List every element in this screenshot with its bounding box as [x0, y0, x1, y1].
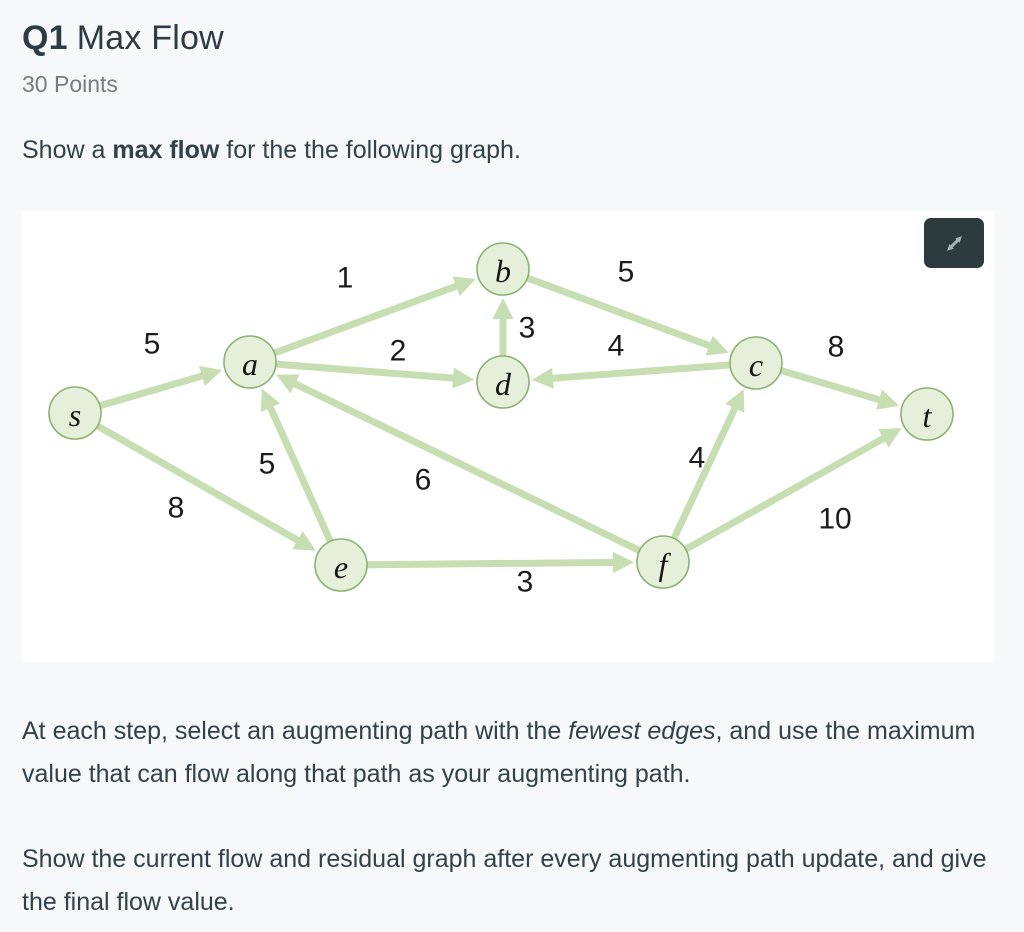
edge-e-f: [365, 558, 620, 569]
node-label-b: b: [495, 253, 511, 289]
edge-a-b: [272, 280, 463, 357]
arrowhead-s-a: [199, 365, 223, 387]
node-c: [729, 336, 783, 390]
capacity-s-e: 8: [168, 492, 185, 525]
edge-f-c: [670, 401, 741, 541]
expand-icon: [946, 235, 962, 251]
arrowhead-a-d: [452, 367, 475, 389]
edge-a-d: [274, 360, 460, 383]
edge-f-t: [683, 432, 891, 553]
prompt-text: Show a max flow for the the following gr…: [22, 135, 1002, 165]
capacity-b-c: 5: [618, 256, 635, 289]
arrowhead-f-t: [878, 428, 902, 448]
points-label: 30 Points: [22, 71, 118, 97]
node-label-s: s: [69, 397, 81, 433]
arrowhead-b-c: [705, 335, 729, 356]
edge-c-d: [546, 361, 732, 383]
question-number: Q1: [22, 19, 68, 57]
question-name: Max Flow: [76, 19, 224, 57]
arrowhead-s-e: [292, 531, 316, 551]
instructions-1-post: , and use the maximum value that can flo…: [22, 717, 976, 788]
node-label-c: c: [749, 347, 763, 383]
arrowhead-d-b: [492, 298, 514, 319]
edge-s-e: [94, 422, 305, 547]
node-a: [223, 335, 277, 389]
node-f: [636, 535, 690, 589]
instructions-1-italic: fewest edges: [568, 717, 716, 745]
capacity-f-a: 6: [415, 464, 432, 497]
capacity-e-a: 5: [259, 448, 276, 481]
prompt-post: for the the following graph.: [219, 136, 521, 164]
node-e: [314, 538, 368, 592]
node-t: [900, 387, 954, 441]
capacity-d-b: 3: [519, 312, 536, 345]
node-label-e: e: [334, 549, 348, 585]
edge-c-t: [778, 366, 886, 405]
capacity-e-f: 3: [517, 566, 534, 599]
capacity-c-d: 4: [608, 330, 625, 363]
node-label-t: t: [923, 398, 933, 434]
instructions-2: Show the current flow and residual graph…: [22, 845, 987, 916]
node-d: [476, 355, 530, 409]
node-label-d: d: [495, 366, 512, 402]
arrowhead-a-b: [452, 276, 476, 297]
edge-s-a: [98, 370, 209, 410]
capacity-f-c: 4: [689, 442, 706, 475]
capacity-a-b: 1: [337, 262, 354, 295]
arrowhead-c-d: [531, 367, 554, 389]
arrowhead-f-c: [725, 389, 745, 413]
instructions-1: At each step, select an augmenting path …: [22, 710, 1012, 796]
arrowhead-f-a: [276, 374, 300, 394]
capacity-c-t: 8: [828, 331, 845, 364]
node-label-a: a: [242, 346, 258, 382]
arrowhead-e-a: [260, 388, 281, 412]
arrowhead-c-t: [876, 389, 900, 410]
node-s: [48, 386, 102, 440]
arrowhead-e-f: [612, 551, 635, 573]
instructions-1-pre: At each step, select an augmenting path …: [22, 717, 569, 745]
edge-b-c: [525, 274, 716, 351]
capacity-s-a: 5: [144, 328, 161, 361]
edge-e-a: [264, 400, 334, 544]
edge-f-a: [288, 378, 643, 555]
prompt-bold: max flow: [112, 136, 220, 164]
node-b: [476, 242, 530, 296]
expand-button[interactable]: [924, 218, 984, 268]
capacity-a-d: 2: [390, 335, 407, 368]
capacity-f-t: 10: [818, 503, 851, 536]
prompt-pre: Show a: [22, 136, 113, 164]
